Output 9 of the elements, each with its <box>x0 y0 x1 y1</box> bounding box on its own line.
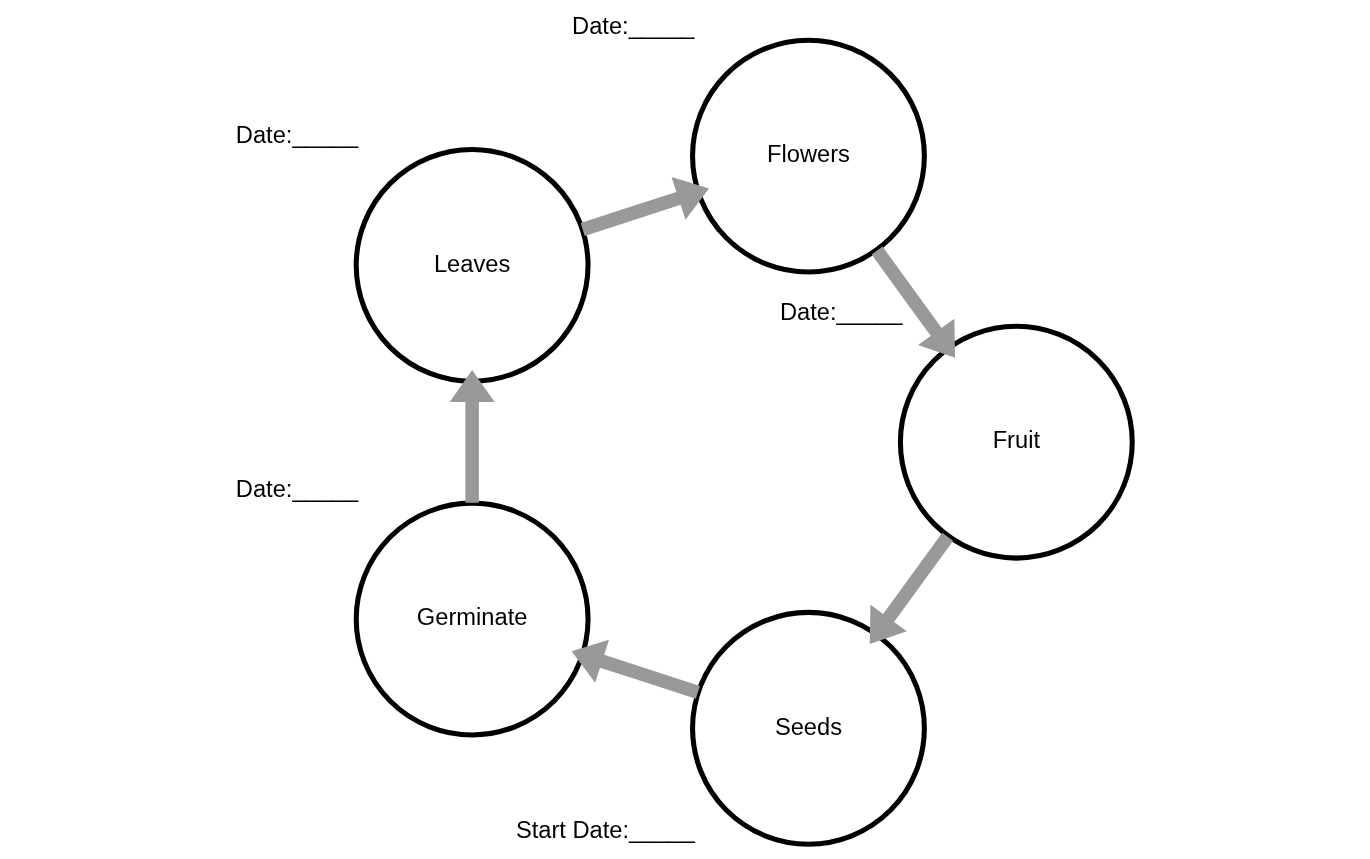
arrow <box>580 176 709 236</box>
node-label: Date:_____ <box>235 475 359 502</box>
arrow <box>869 532 954 644</box>
arrow <box>449 369 495 503</box>
node-label: Date:_____ <box>779 298 903 325</box>
node-label: Date:_____ <box>572 12 695 39</box>
arrow <box>871 246 956 358</box>
arrow <box>571 639 700 699</box>
node-label: Date:_____ <box>235 122 359 149</box>
